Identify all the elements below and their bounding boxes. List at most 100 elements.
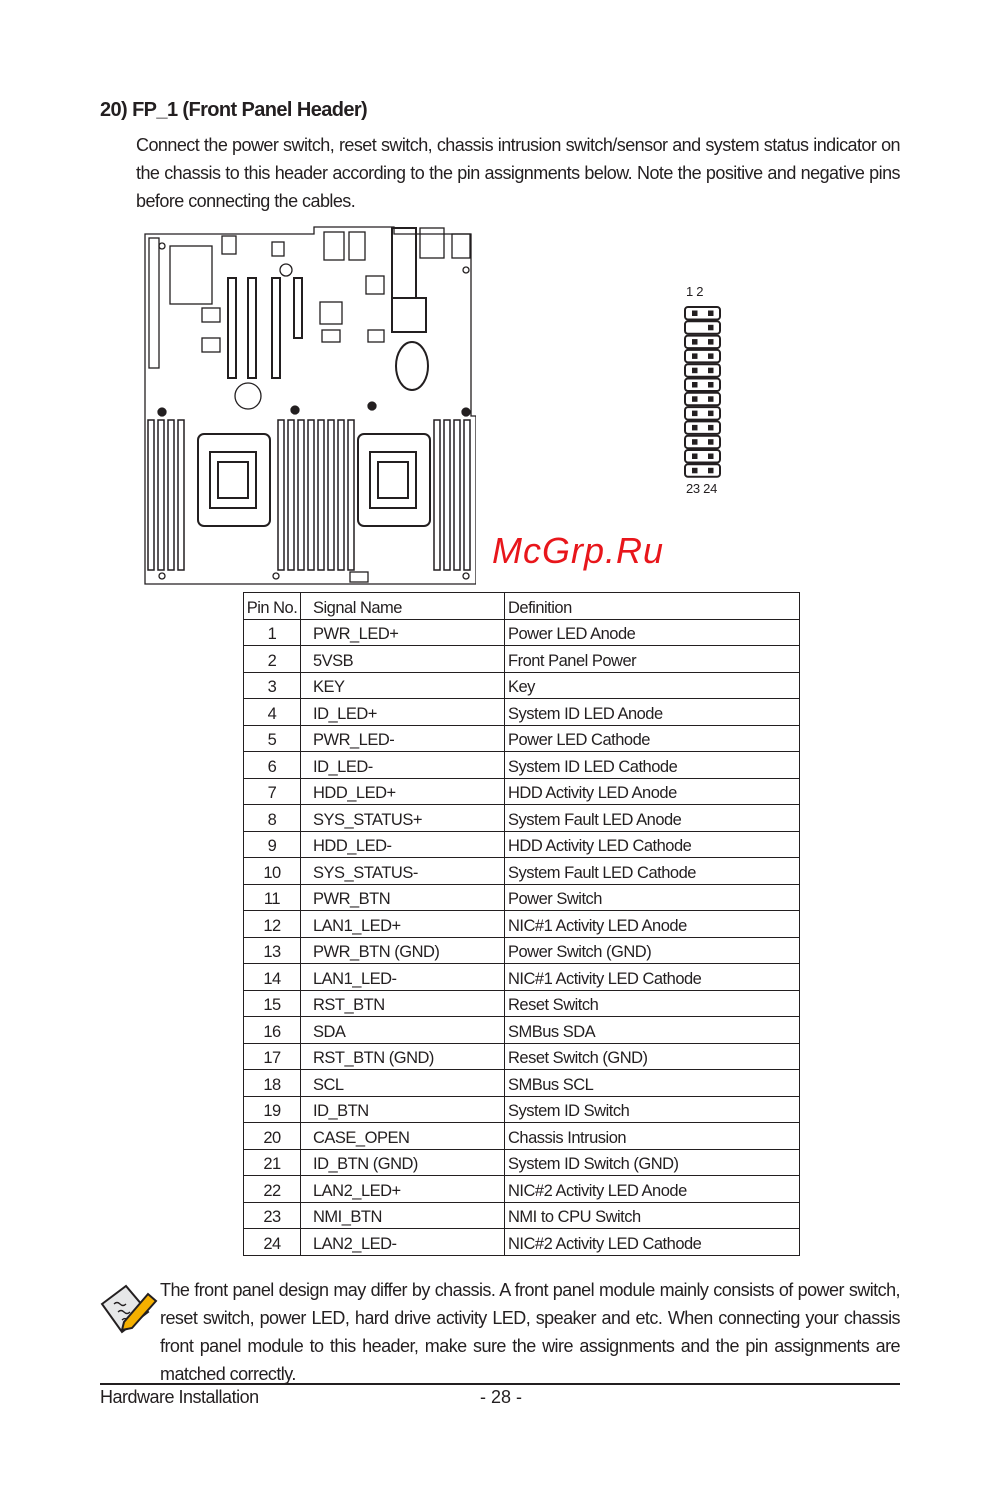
pin-number: 5 [243, 724, 301, 752]
pin-number: 12 [243, 910, 301, 938]
definition: NIC#2 Activity LED Cathode [504, 1228, 800, 1256]
note-paragraph: The front panel design may differ by cha… [160, 1280, 901, 1384]
pin-number: 6 [243, 751, 301, 779]
intro-paragraph: Connect the power switch, reset switch, … [136, 135, 901, 211]
pin [708, 396, 714, 402]
definition: Power Switch (GND) [504, 936, 800, 964]
pin-number: 1 [243, 618, 301, 646]
section-title: 20) FP_1 (Front Panel Header) [100, 99, 368, 121]
pin-number: 14 [243, 963, 301, 991]
footer-section-name: Hardware Installation [100, 1387, 259, 1407]
pin-number: 3 [243, 671, 301, 699]
pin-number: 10 [243, 857, 301, 885]
definition: Front Panel Power [504, 645, 800, 673]
pin [708, 467, 714, 474]
signal-name: NMI_BTN [300, 1201, 505, 1229]
pin-label-bottom: 23 24 [686, 481, 718, 496]
signal-name: HDD_LED- [300, 830, 505, 858]
pin-row [684, 377, 721, 392]
signal-name: ID_BTN (GND) [300, 1148, 505, 1176]
column-header-pin: Pin No. [243, 592, 301, 620]
pin-row [684, 420, 721, 435]
pin [692, 410, 698, 417]
pin [692, 424, 698, 431]
definition: NIC#1 Activity LED Anode [504, 910, 800, 938]
pin-number: 13 [243, 936, 301, 964]
pin [708, 424, 714, 431]
signal-name: KEY [300, 671, 505, 699]
page-number: - 28 - [480, 1387, 523, 1407]
footer-divider [100, 1383, 900, 1385]
signal-name: RST_BTN [300, 989, 505, 1017]
signal-name: LAN2_LED- [300, 1228, 505, 1256]
signal-name: LAN1_LED- [300, 963, 505, 991]
pin [708, 439, 714, 445]
column-header-definition: Definition [504, 592, 800, 620]
signal-name: ID_LED+ [300, 698, 505, 726]
definition: NMI to CPU Switch [504, 1201, 800, 1229]
pin-number: 4 [243, 698, 301, 726]
pin-row [684, 434, 721, 450]
signal-name: SDA [300, 1016, 505, 1044]
pin [692, 339, 698, 345]
pin-number: 23 [243, 1201, 301, 1229]
pin-number: 11 [243, 883, 301, 911]
pin [708, 367, 714, 374]
pin-number: 18 [243, 1069, 301, 1097]
definition: System Fault LED Anode [504, 804, 800, 832]
motherboard-diagram [144, 226, 476, 585]
definition: System ID Switch (GND) [504, 1148, 800, 1176]
pin-grid [684, 306, 721, 478]
pin-row [684, 406, 721, 421]
pin-number: 7 [243, 777, 301, 805]
definition: System ID LED Anode [504, 698, 800, 726]
definition: System ID Switch [504, 1095, 800, 1123]
signal-name: SCL [300, 1069, 505, 1097]
pin-number: 9 [243, 830, 301, 858]
pin [692, 382, 698, 388]
definition: Power Switch [504, 883, 800, 911]
signal-name: ID_BTN [300, 1095, 505, 1123]
pin-number: 19 [243, 1095, 301, 1123]
pin-row [684, 463, 721, 478]
signal-name: CASE_OPEN [300, 1122, 505, 1150]
pin [708, 410, 714, 417]
definition: Power LED Anode [504, 618, 800, 646]
signal-name: HDD_LED+ [300, 777, 505, 805]
signal-name: PWR_BTN (GND) [300, 936, 505, 964]
pin [692, 439, 698, 445]
pin [692, 453, 698, 459]
pin [708, 353, 714, 359]
definition: System Fault LED Cathode [504, 857, 800, 885]
pin-row [684, 306, 721, 321]
pin-number: 16 [243, 1016, 301, 1044]
definition: SMBus SDA [504, 1016, 800, 1044]
definition: HDD Activity LED Anode [504, 777, 800, 805]
pin [692, 367, 698, 374]
signal-name: LAN1_LED+ [300, 910, 505, 938]
signal-name: 5VSB [300, 645, 505, 673]
definition: HDD Activity LED Cathode [504, 830, 800, 858]
signal-name: SYS_STATUS+ [300, 804, 505, 832]
pin-number: 2 [243, 645, 301, 673]
pin [708, 453, 714, 459]
watermark: McGrp.Ru [492, 530, 665, 571]
